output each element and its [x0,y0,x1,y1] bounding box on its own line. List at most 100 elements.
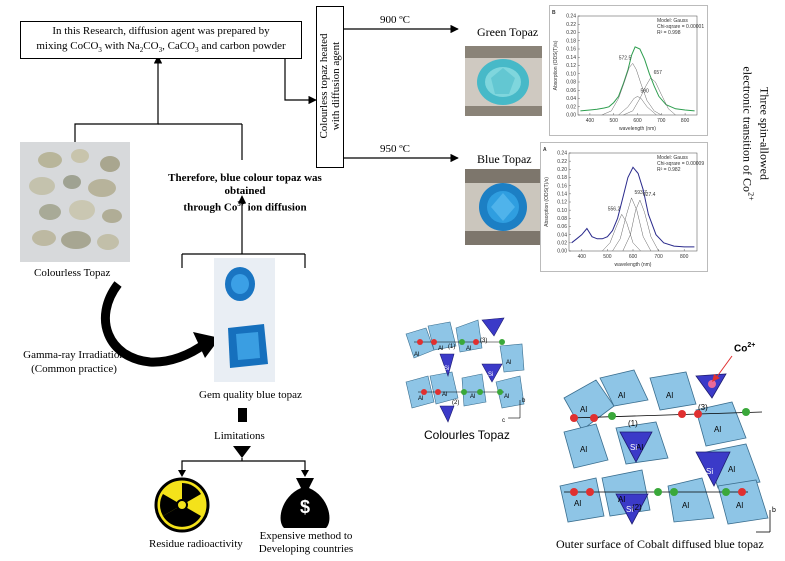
gem-quality-photo [214,258,275,382]
y-tick-label: 0.20 [557,167,567,173]
svg-text:(2): (2) [632,503,642,512]
svg-text:Al: Al [736,501,743,510]
svg-text:Al: Al [470,394,475,400]
series-line-3 [622,199,659,252]
x-tick-label: 700 [654,254,663,260]
y-tick-label: 0.06 [557,224,567,230]
dollar-sign: $ [299,497,310,517]
y-tick-label: 0.04 [557,232,567,238]
green-topaz-label: Green Topaz [477,25,539,39]
colourless-topaz-label: Colourless Topaz [34,267,111,279]
svg-text:b: b [522,398,526,404]
y-tick-label: 0.18 [557,175,567,181]
y-tick-label: 0.00 [557,249,567,255]
x-tick-label: 500 [610,118,619,124]
x-tick-label: 800 [680,254,689,260]
svg-text:Si: Si [626,505,633,514]
svg-text:Al: Al [574,499,581,508]
y-tick-label: 0.08 [557,216,567,222]
x-tick-label: 600 [629,254,638,260]
y-tick-label: 0.22 [566,22,576,28]
legend-line: R² = 0.998 [657,30,681,36]
colourless-topaz-photo [20,142,130,262]
svg-text:Si: Si [630,443,637,452]
svg-text:Al: Al [618,495,625,504]
svg-text:Al: Al [466,346,471,352]
x-tick-label: 400 [586,118,595,124]
series-line-0 [580,46,695,112]
x-tick-label: 600 [633,118,642,124]
legend-line: R² = 0.982 [657,167,681,173]
svg-text:Al: Al [728,465,735,474]
y-tick-label: 0.14 [566,55,576,61]
y-tick-label: 0.20 [566,30,576,36]
series-line-2 [623,77,676,116]
gamma-text: Gamma-ray Irradiation (Common practice) [23,349,125,375]
svg-text:Si: Si [444,366,449,372]
research-box: In this Research, diffusion agent was pr… [20,21,302,59]
y-tick-label: 0.10 [566,71,576,77]
peak-label: 590 [641,88,650,94]
svg-text:Si: Si [488,372,493,378]
svg-text:(3): (3) [480,338,487,344]
outer-surface-caption: Outer surface of Cobalt diffused blue to… [556,537,764,551]
series-line-1 [601,62,662,116]
svg-text:Al: Al [636,443,643,452]
gem-quality-label: Gem quality blue topaz [199,389,302,401]
research-line2: mixing CoCO3 with Na2CO3, CaCO3 and carb… [36,40,286,55]
heated-box: Colourless topaz heated with diffusion a… [316,6,344,168]
x-tick-label: 700 [657,118,666,124]
svg-text:(1): (1) [448,344,455,350]
x-axis-label: wavelength (nm) [615,262,652,268]
blue-topaz-label: Blue Topaz [477,152,532,166]
svg-text:Si: Si [706,467,713,476]
y-tick-label: 0.24 [566,14,576,20]
y-tick-label: 0.12 [557,200,567,206]
legend-line: Chi-sqrare = 0.00009 [657,161,704,167]
y-tick-label: 0.02 [557,240,567,246]
y-tick-label: 0.08 [566,80,576,86]
legend-line: Model: Gauss [657,155,688,161]
y-tick-label: 0.16 [557,183,567,189]
y-tick-label: 0.18 [566,38,576,44]
svg-text:Al: Al [714,425,721,434]
series-line-0 [571,166,695,248]
peak-label: 572.5 [619,55,632,61]
blue-topaz-photo [465,169,542,245]
svg-text:b: b [772,507,776,514]
peak-label: 593.7 [634,190,647,196]
co2-label: Co2+ [734,342,756,355]
legend-line: Chi-sqrare = 0.00001 [657,24,704,30]
svg-text:Al: Al [580,405,587,414]
heated-line2: with diffusion agent [330,41,342,131]
green-topaz-photo [465,46,542,116]
temp-950: 950 ºC [380,143,410,155]
svg-text:Al: Al [442,392,447,398]
series-line-3 [618,96,657,116]
svg-text:Al: Al [504,394,509,400]
x-tick-label: 500 [603,254,612,260]
peak-label: 657 [654,70,663,76]
y-axis-label: Absorption (ODS(T)/s) [544,177,550,227]
y-tick-label: 0.04 [566,96,576,102]
series-line-2 [612,197,652,252]
svg-text:(1): (1) [628,419,638,428]
svg-text:Al: Al [414,352,419,358]
y-tick-label: 0.16 [566,47,576,53]
heated-line1: Colourless topaz heated [318,33,330,139]
y-tick-label: 0.00 [566,113,576,119]
blue-colour-text: Therefore, blue colour topaz was obtaine… [168,172,322,214]
y-tick-label: 0.12 [566,63,576,69]
y-tick-label: 0.10 [557,208,567,214]
x-axis-label: wavelength (nm) [619,126,656,132]
svg-text:Al: Al [580,445,587,454]
svg-text:(3): (3) [698,403,708,412]
series-line-1 [602,213,641,252]
peak-label: 556.2 [608,206,621,212]
expensive-text: Expensive method to Developing countries [258,530,354,555]
limitations-label: Limitations [214,430,265,442]
panel-letter: A [543,147,547,153]
